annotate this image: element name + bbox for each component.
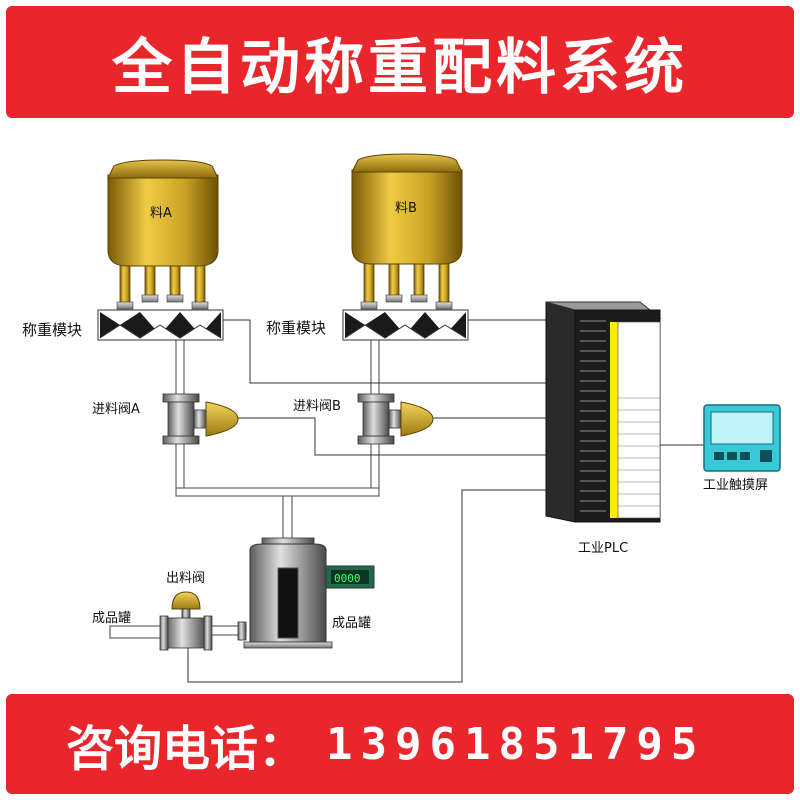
weigh-module-b <box>342 309 469 341</box>
signal-wires <box>187 319 710 683</box>
phone-label: 咨询电话： <box>66 721 307 777</box>
plc-label: 工业PLC <box>578 541 628 556</box>
weigh-module-a <box>97 309 224 341</box>
feed-valve-a-label: 进料阀A <box>92 402 140 417</box>
weight-display <box>325 565 375 589</box>
feed-valve-a <box>162 393 239 445</box>
discharge-valve <box>159 591 247 651</box>
discharge-valve-label: 出料阀 <box>166 571 205 586</box>
product-tank <box>243 537 333 649</box>
pipe-network <box>109 339 380 639</box>
product-pipe-label: 成品罐 <box>92 611 131 626</box>
industrial-plc <box>545 301 662 523</box>
weigh-module-b-label: 称重模块 <box>266 319 326 337</box>
tank-b-label: 料B <box>395 201 417 216</box>
material-tank-a <box>107 159 219 310</box>
title-banner: 全自动称重配料系统 <box>6 6 794 118</box>
tank-a-label: 料A <box>150 206 172 221</box>
page-title: 全自动称重配料系统 <box>112 32 688 103</box>
industrial-touchscreen <box>703 404 781 472</box>
weigh-module-a-label: 称重模块 <box>22 321 82 339</box>
feed-valve-b-label: 进料阀B <box>293 399 341 414</box>
weight-display-reading: 0000 <box>334 572 361 585</box>
feed-valve-b <box>357 393 434 445</box>
material-tank-b <box>351 153 463 310</box>
contact-banner: 咨询电话： 13961851795 <box>6 694 794 794</box>
touchscreen-label: 工业触摸屏 <box>703 478 768 493</box>
phone-number: 13961851795 <box>326 718 706 770</box>
product-tank-label: 成品罐 <box>332 616 371 631</box>
